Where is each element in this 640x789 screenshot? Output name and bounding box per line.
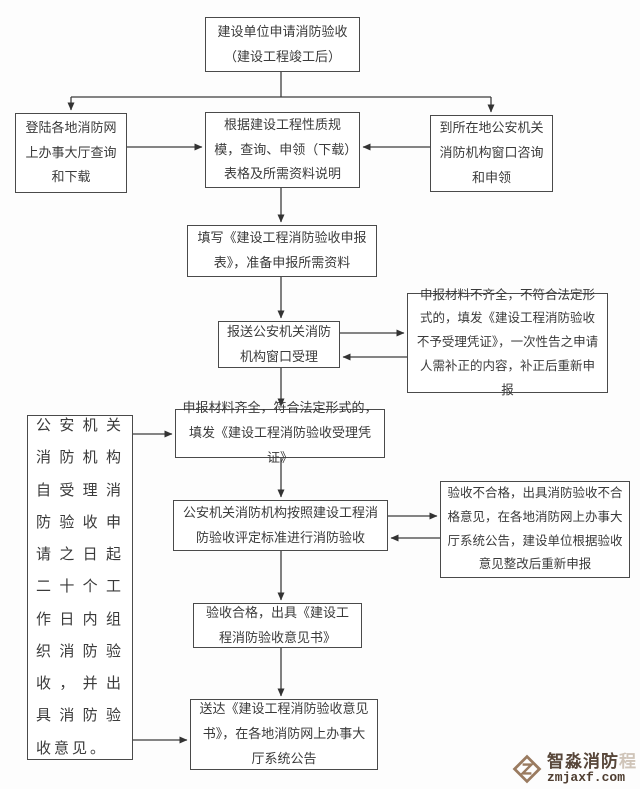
- node-deliver: 送达《建设工程消防验收意见书》，在各地消防网上办事大厅系统公告: [190, 699, 378, 770]
- node-fill: 填写《建设工程消防验收申报表》，准备申报所需资料: [187, 225, 377, 277]
- watermark-brand-faint: 程: [619, 752, 637, 772]
- diamond-z-icon: [512, 754, 542, 784]
- node-form: 根据建设工程性质规模，查询、申领（下载）表格及所需资料说明: [205, 112, 360, 188]
- watermark: 智淼消防程 zmjaxf.com: [511, 752, 637, 786]
- node-reject-text: 申报材料不齐全，不符合法定形式的，填发《建设工程消防验收不予受理凭证》，一次性告…: [416, 287, 599, 397]
- node-web-text: 登陆各地消防网上办事大厅查询和下载: [25, 119, 117, 185]
- node-note-text: 公安机关消防机构自受理消防验收申请之日起二十个工作日内组织消防验收，并出具消防验…: [36, 418, 124, 757]
- node-submit: 报送公安机关消防机构窗口受理: [218, 321, 340, 368]
- node-form-text: 根据建设工程性质规模，查询、申领（下载）表格及所需资料说明: [214, 116, 351, 182]
- node-fail-text: 验收不合格，出具消防验收不合格意见，在各地消防网上办事大厅系统公告，建设单位根据…: [447, 486, 623, 572]
- node-submit-text: 报送公安机关消防机构窗口受理: [226, 323, 331, 364]
- node-fail: 验收不合格，出具消防验收不合格意见，在各地消防网上办事大厅系统公告，建设单位根据…: [440, 481, 630, 578]
- node-start: 建设单位申请消防验收 （建设工程竣工后）: [205, 17, 360, 72]
- node-web: 登陆各地消防网上办事大厅查询和下载: [15, 113, 127, 193]
- node-start-line1: 建设单位申请消防验收: [217, 23, 348, 39]
- node-reject: 申报材料不齐全，不符合法定形式的，填发《建设工程消防验收不予受理凭证》，一次性告…: [407, 288, 608, 397]
- node-pass: 验收合格，出具《建设工程消防验收意见书》: [193, 603, 362, 648]
- node-note: 公安机关消防机构自受理消防验收申请之日起二十个工作日内组织消防验收，并出具消防验…: [27, 415, 133, 760]
- watermark-brand: 智淼消防程: [547, 753, 637, 771]
- watermark-brand-main: 智淼消防: [547, 752, 619, 772]
- node-inspect-text: 公安机关消防机构按照建设工程消防验收评定标准进行消防验收: [182, 504, 378, 545]
- node-fill-text: 填写《建设工程消防验收申报表》，准备申报所需资料: [197, 230, 367, 270]
- node-accept-text: 申报材料齐全，符合法定形式的，填发《建设工程消防验收受理凭证》: [182, 400, 378, 465]
- node-counter-text: 到所在地公安机关消防机构窗口咨询和申领: [439, 120, 544, 185]
- watermark-url: zmjaxf.com: [547, 770, 626, 786]
- node-counter: 到所在地公安机关消防机构窗口咨询和申领: [430, 115, 553, 192]
- node-deliver-text: 送达《建设工程消防验收意见书》，在各地消防网上办事大厅系统公告: [199, 701, 369, 766]
- node-accept: 申报材料齐全，符合法定形式的，填发《建设工程消防验收受理凭证》: [175, 400, 385, 465]
- watermark-text: 智淼消防程 zmjaxf.com: [547, 753, 637, 784]
- node-pass-text: 验收合格，出具《建设工程消防验收意见书》: [205, 604, 349, 645]
- node-inspect: 公安机关消防机构按照建设工程消防验收评定标准进行消防验收: [173, 500, 388, 551]
- node-start-line2: （建设工程竣工后）: [223, 48, 341, 64]
